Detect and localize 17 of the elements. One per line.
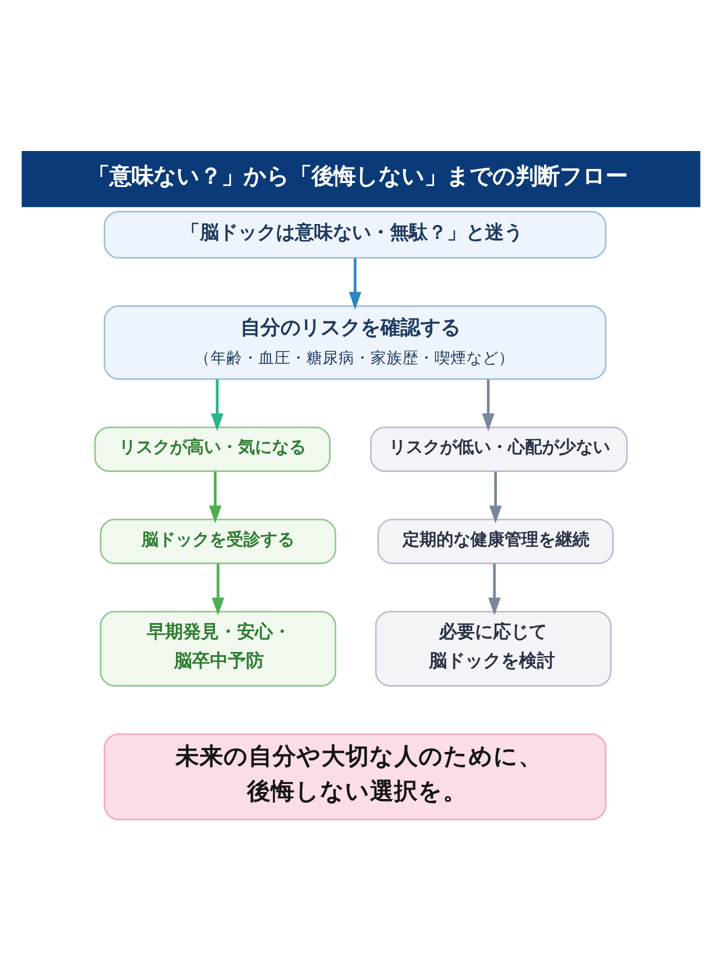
node-box: リスクが高い・気になる xyxy=(94,426,331,472)
node-box: 必要に応じて脳ドックを検討 xyxy=(375,610,612,686)
node-box: 未来の自分や大切な人のために、後悔しない選択を。 xyxy=(104,732,606,820)
arrow xyxy=(212,563,224,615)
arrow xyxy=(209,471,222,523)
node-box: 早期発見・安心・脳卒中予防 xyxy=(100,610,336,686)
arrow xyxy=(348,258,362,310)
node-box: リスクが低い・心配が少ない xyxy=(370,426,628,472)
arrow xyxy=(489,471,502,523)
diagram-title: 「意味ない？」から「後悔しない」までの判断フロー xyxy=(87,163,628,190)
node-box: 自分のリスクを確認する （年齢・血圧・糖尿病・家族歴・喫煙など） xyxy=(104,304,606,380)
node-box: 定期的な健康管理を継続 xyxy=(377,518,614,564)
arrow xyxy=(488,563,501,615)
arrow xyxy=(210,378,224,431)
node-box: 脳ドックを受診する xyxy=(100,518,336,564)
node-box: 「脳ドックは意味ない・無駄？」と迷う xyxy=(104,210,606,258)
arrow xyxy=(482,378,494,431)
